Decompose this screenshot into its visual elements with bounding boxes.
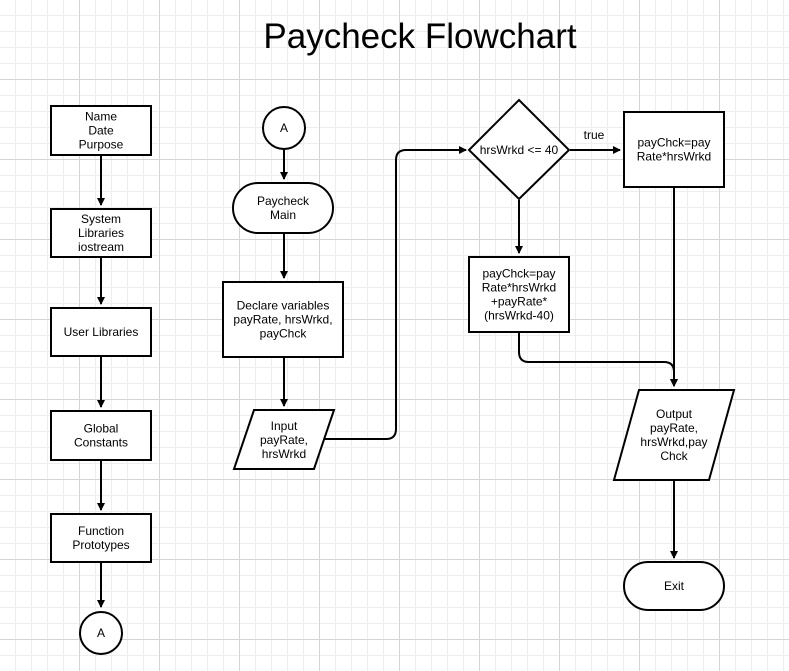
node-label: Exit: [664, 579, 685, 593]
node-label-line: Purpose: [79, 138, 124, 152]
node-label-line: Constants: [74, 436, 128, 450]
page-title: Paycheck Flowchart: [263, 17, 576, 56]
node-label-line: payChck=pay: [637, 136, 710, 150]
node-label-line: Rate*hrsWrkd: [482, 281, 556, 295]
node-label-line: A: [280, 121, 288, 135]
node-label-line: iostream: [78, 240, 124, 254]
connector-a-out-node: A: [79, 611, 123, 655]
node-label-line: payChck: [260, 327, 308, 341]
node-label-line: Input: [271, 419, 298, 433]
user-libraries-node: User Libraries: [50, 307, 152, 357]
node-label-line: Prototypes: [72, 538, 129, 552]
node-label-line: payRate,: [650, 421, 698, 435]
decision-node: hrsWrkd <= 40: [467, 98, 571, 201]
node-label-line: Exit: [664, 579, 685, 593]
node-label: User Libraries: [64, 325, 139, 339]
node-label-line: Paycheck: [257, 194, 310, 208]
edge-label-true: true: [584, 128, 605, 142]
node-label-line: payRate,: [260, 433, 308, 447]
node-label-line: Output: [656, 407, 693, 421]
node-label-line: Chck: [660, 449, 688, 463]
node-label-line: hrsWrkd,pay: [640, 435, 707, 449]
node-label-line: Function: [78, 524, 124, 538]
node-label-line: hrsWrkd: [262, 447, 306, 461]
node-label-line: +payRate*: [491, 295, 548, 309]
node-label-line: Name: [85, 110, 117, 124]
edges: true: [97, 128, 678, 608]
edge-overtime-to-output: [518, 332, 678, 387]
node-label-line: Date: [88, 124, 114, 138]
node-label-line: hrsWrkd <= 40: [480, 143, 559, 157]
node-label-line: Rate*hrsWrkd: [637, 150, 711, 164]
node-label-line: payChck=pay: [482, 267, 555, 281]
node-label: hrsWrkd <= 40: [480, 143, 559, 157]
node-label-line: A: [97, 626, 105, 640]
node-label-line: payRate, hrsWrkd,: [233, 313, 332, 327]
edge-input-to-decision: [324, 146, 467, 440]
node-label-line: System: [81, 212, 121, 226]
connector-a-in-node: A: [262, 106, 306, 150]
node-label: A: [97, 626, 105, 640]
node-label-line: (hrsWrkd-40): [484, 309, 554, 323]
node-label-line: Libraries: [78, 226, 124, 240]
node-label-line: User Libraries: [64, 325, 139, 339]
exit-node: Exit: [623, 561, 725, 611]
node-label-line: Main: [270, 208, 296, 222]
node-label-line: Declare variables: [237, 299, 330, 313]
node-label: A: [280, 121, 288, 135]
node-label-line: Global: [84, 422, 119, 436]
